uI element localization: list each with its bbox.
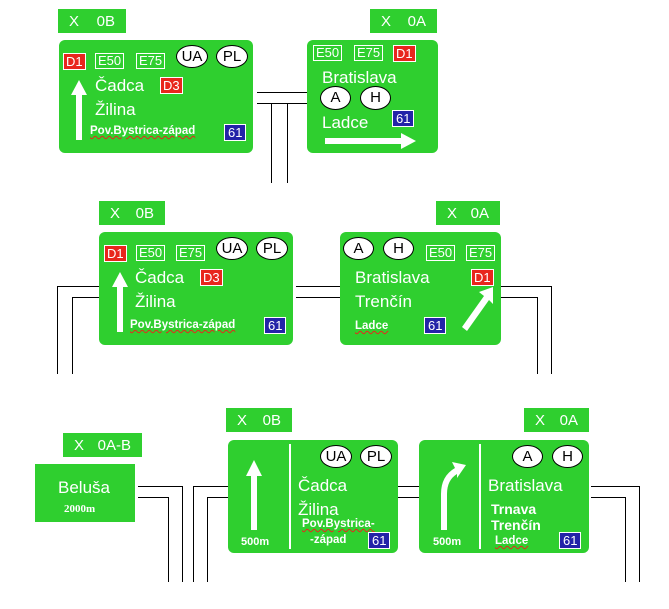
lane-sign: 500m A H Bratislava Trnava Trenčín Ladce… [419, 440, 589, 553]
road-number: 61 [224, 124, 247, 141]
road-number: 61 [392, 110, 415, 127]
country-oval-pl: PL [216, 45, 248, 68]
tag-code: 0B [262, 411, 281, 429]
sign-tag: X 0A-B [63, 433, 142, 457]
distance: 2000m [64, 503, 96, 515]
route-badge-e50: E50 [93, 52, 126, 70]
road-number: 61 [264, 317, 287, 334]
motorway-oval-h: H [383, 237, 414, 260]
tag-x: X [110, 204, 121, 222]
sub-destination-2: -západ [310, 534, 347, 546]
route-badge-d1: D1 [104, 245, 127, 262]
sign-tag: X 0A [436, 201, 500, 225]
route-badge-e75: E75 [134, 52, 167, 70]
motorway-oval-a: A [512, 445, 543, 468]
city-1: Bratislava [355, 268, 430, 287]
city-1: Čadca [298, 476, 348, 495]
sign-tag: X 0B [58, 9, 126, 33]
lane-divider [479, 444, 481, 549]
route-badge-e75: E75 [352, 44, 385, 62]
arrow-diagonal-icon [462, 287, 493, 331]
arrow-right-icon [325, 133, 416, 149]
city-1: Bratislava [488, 476, 563, 495]
route-badge-e75: E75 [174, 244, 207, 262]
city-2: Žilina [95, 100, 136, 119]
arrow-straight-icon [246, 460, 262, 530]
sign-tag: X 0A [370, 9, 437, 33]
road-number: 61 [559, 532, 582, 549]
road-number: 61 [424, 317, 447, 334]
route-badge-e50: E50 [134, 244, 167, 262]
tag-x: X [381, 12, 392, 30]
route-badge-e50: E50 [424, 244, 457, 262]
direction-sign: D1 E50 E75 UA PL Čadca D3 Žilina Pov.Bys… [99, 232, 293, 345]
route-badge-d3: D3 [200, 269, 223, 286]
country-oval-ua: UA [176, 45, 208, 68]
sign-tag: X 0A [524, 408, 589, 432]
arrow-straight-icon [71, 80, 87, 140]
route-badge-d1: D1 [471, 269, 494, 286]
sign-tag: X 0B [99, 201, 165, 225]
sub-destination: Ladce [322, 113, 369, 132]
tag-x: X [237, 411, 248, 429]
country-oval-ua: UA [216, 237, 248, 260]
country-oval-pl: PL [256, 237, 288, 260]
lane-divider [289, 444, 291, 549]
lane-sign: 500m UA PL Čadca Žilina Pov.Bystrica- -z… [228, 440, 398, 553]
motorway-oval-a: A [343, 237, 374, 260]
tag-code: 0B [135, 204, 154, 222]
sub-destination-1: Pov.Bystrica- [302, 518, 375, 530]
route-badge-d1: D1 [393, 45, 416, 62]
sub-destination: Ladce [495, 535, 529, 547]
direction-sign: E50 E75 D1 Bratislava A H Ladce 61 [307, 40, 438, 153]
sub-destination: Ladce [355, 320, 389, 332]
tag-x: X [74, 436, 85, 454]
arrow-straight-icon [112, 272, 128, 332]
sub-destination: Pov.Bystrica-západ [90, 125, 196, 137]
direction-sign: A H E50 E75 Bratislava D1 Trenčín Ladce … [340, 232, 501, 345]
city-1: Beluša [58, 478, 110, 497]
tag-x: X [535, 411, 546, 429]
city-2: Žilina [135, 292, 176, 311]
tag-x: X [447, 204, 458, 222]
city-2: Žilina [298, 500, 339, 519]
route-badge-e50: E50 [311, 44, 344, 62]
country-oval-pl: PL [360, 445, 392, 468]
route-badge-e75: E75 [464, 244, 497, 262]
direction-sign: D1 E50 E75 UA PL Čadca D3 Žilina Pov.Bys… [59, 40, 253, 153]
tag-x: X [69, 12, 80, 30]
city-3: Trenčín [491, 517, 541, 533]
route-badge-d3: D3 [160, 77, 183, 94]
route-badge-d1: D1 [63, 53, 86, 70]
city-2: Trnava [491, 501, 537, 517]
tag-code: 0A [470, 204, 489, 222]
tag-code: 0B [96, 12, 115, 30]
sub-destination: Pov.Bystrica-západ [130, 319, 236, 331]
motorway-oval-a: A [320, 86, 351, 110]
tag-code: 0A-B [97, 436, 131, 454]
city-1: Čadca [95, 76, 145, 95]
tag-code: 0A [559, 411, 578, 429]
sign-tag: X 0B [226, 408, 292, 432]
tag-code: 0A [407, 12, 426, 30]
distance-sign: Beluša 2000m [35, 464, 135, 522]
country-oval-ua: UA [320, 445, 352, 468]
city-2: Trenčín [355, 292, 413, 311]
city-1: Čadca [135, 268, 185, 287]
road-number: 61 [368, 532, 391, 549]
motorway-oval-h: H [552, 445, 583, 468]
motorway-oval-h: H [360, 86, 391, 110]
distance: 500m [433, 536, 462, 548]
arrow-turn-right-icon [441, 462, 466, 530]
distance: 500m [241, 536, 270, 548]
city-1: Bratislava [322, 68, 397, 87]
